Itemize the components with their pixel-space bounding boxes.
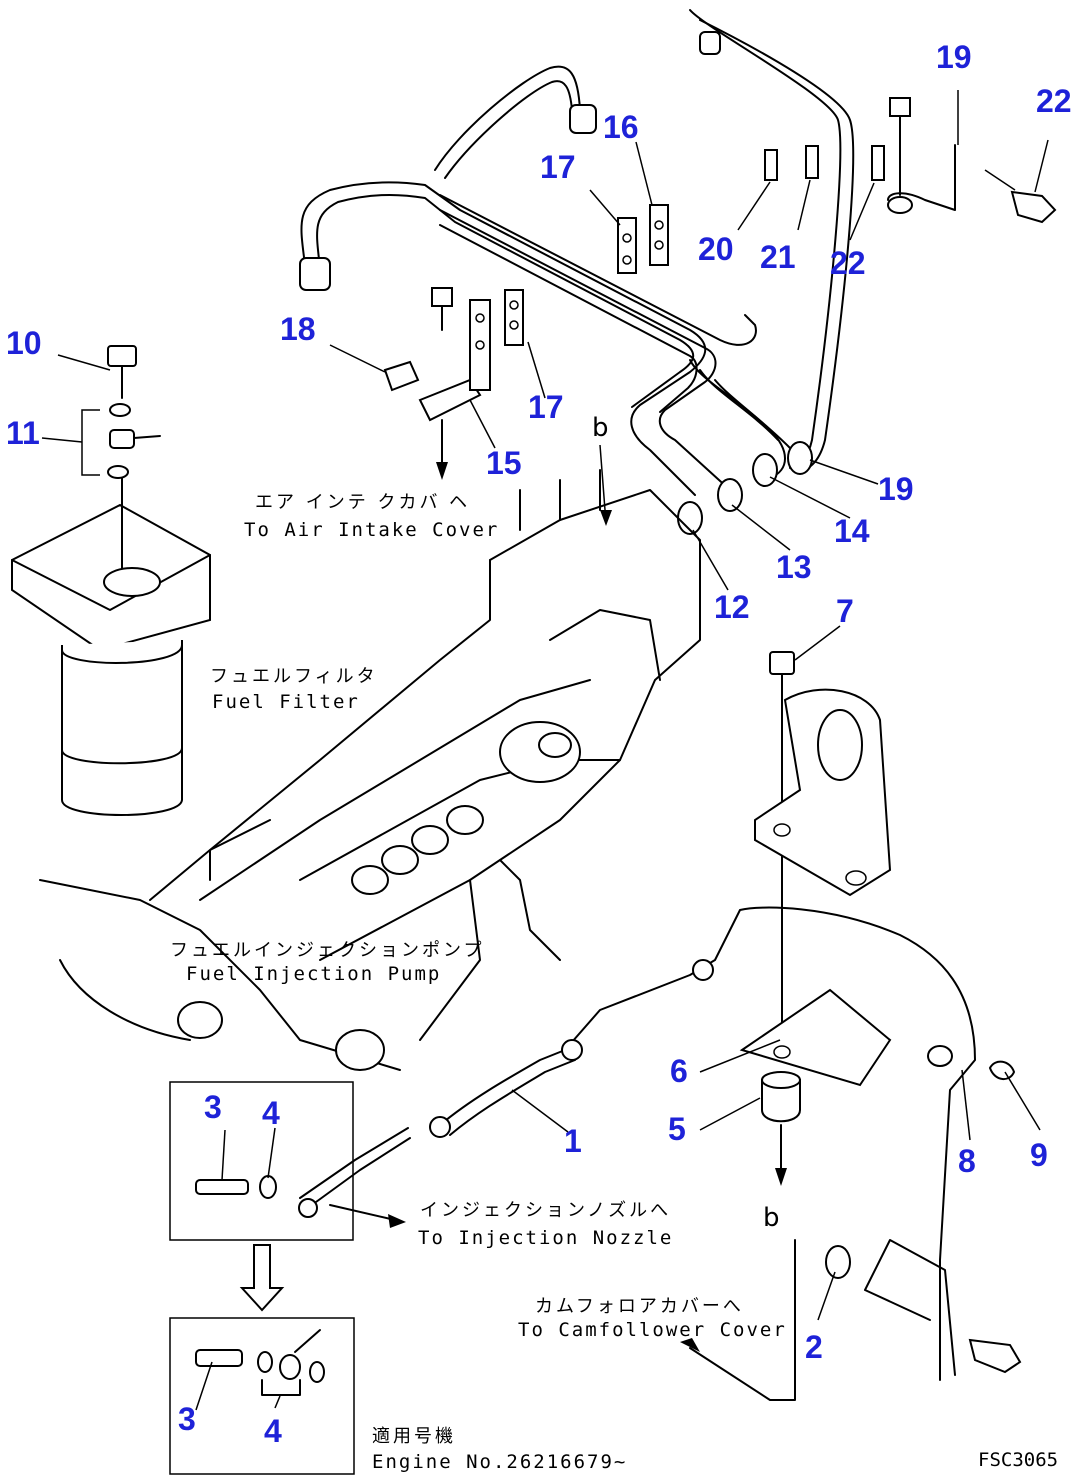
- part-number-8: 8: [958, 1143, 976, 1179]
- injection-nozzle-caption-en: To Injection Nozzle: [418, 1227, 673, 1249]
- part-number-6: 6: [670, 1053, 688, 1089]
- part-number-5: 5: [668, 1111, 686, 1147]
- part-number-17a: 17: [540, 149, 576, 185]
- part-number-21: 20: [698, 231, 734, 267]
- part-number-17b: 17: [528, 389, 564, 425]
- part-number-7: 7: [836, 593, 854, 629]
- injection-pump-caption-en: Fuel Injection Pump: [186, 963, 441, 985]
- part-number-18: 18: [280, 311, 316, 347]
- part-number-15: 15: [486, 445, 522, 481]
- part-number-9: 9: [1030, 1137, 1048, 1173]
- part-number-3a: 3: [204, 1089, 222, 1125]
- ref-letter-b-top: b: [592, 413, 609, 443]
- part-number-2: 2: [805, 1329, 823, 1365]
- ref-letter-b-bottom: b: [763, 1203, 780, 1233]
- bolt-head: [431, 287, 453, 307]
- bolt-9: [988, 1060, 1016, 1080]
- detail-inset-lower: [169, 1317, 355, 1475]
- part-number-19: 19: [878, 471, 914, 507]
- serial-caption-jp: 適用号機: [372, 1426, 456, 1447]
- pipe-nut: [699, 31, 721, 55]
- leader-lines: [41, 90, 1049, 1411]
- part-number-12: 12: [714, 589, 750, 625]
- part-number-16: 16: [603, 109, 639, 145]
- part-number-23: 22: [1036, 83, 1072, 119]
- pipe-nut: [569, 104, 597, 134]
- connector-nuts: [677, 441, 813, 535]
- part-number-10: 10: [6, 325, 42, 361]
- air-intake-caption-jp: エア インテ クカバ ヘ: [255, 492, 470, 513]
- captions: エア インテ クカバ ヘ To Air Intake Cover フュエルフィル…: [170, 492, 787, 1473]
- part-number-1: 1: [564, 1123, 582, 1159]
- fuel-filter-caption-en: Fuel Filter: [212, 691, 360, 713]
- pipe-clamp-upper: [617, 204, 669, 274]
- air-intake-caption-en: To Air Intake Cover: [244, 519, 499, 541]
- part-number-22a: 21: [760, 239, 796, 275]
- engine-block: [39, 469, 701, 1071]
- part-number-3b: 3: [178, 1401, 196, 1437]
- part-number-14: 14: [834, 513, 870, 549]
- fuel-filter: [11, 345, 211, 816]
- camfollower-caption-jp: カムフォロアカバーへ: [535, 1296, 744, 1317]
- part-number-4b: 4: [264, 1413, 282, 1449]
- injection-nozzle-caption-jp: インジェクションノズルへ: [420, 1200, 671, 1221]
- part-number-11: 11: [6, 415, 40, 451]
- bolt-18: [383, 360, 420, 392]
- upper-right-hardware: [764, 97, 1057, 224]
- part-number-22b: 22: [830, 245, 866, 281]
- serial-caption-en: Engine No.26216679~: [372, 1451, 627, 1473]
- injection-pump-caption-jp: フュエルインジェクションポンプ: [170, 940, 484, 961]
- bolt-23: [1010, 190, 1057, 224]
- detail-inset-upper: [169, 1081, 411, 1241]
- pipe-nut: [299, 257, 331, 291]
- fuel-pipe-1: [429, 906, 1022, 1401]
- bracket-6-assembly: [739, 651, 892, 1186]
- fuel-filter-caption-jp: フュエルフィルタ: [210, 666, 378, 687]
- part-number-20: 19: [936, 39, 972, 75]
- injection-pipe-bundle: [299, 9, 855, 496]
- drawing-code: FSC3065: [978, 1449, 1058, 1471]
- part-numbers: 10 11 18 15 17 17 16 20 21 22 19 22 19 1…: [6, 39, 1072, 1449]
- inset-transition-arrow: [239, 1244, 285, 1312]
- camfollower-caption-en: To Camfollower Cover: [518, 1319, 787, 1341]
- part-number-13: 13: [776, 549, 812, 585]
- part-number-4a: 4: [262, 1095, 280, 1131]
- bracket-15-assembly: [383, 287, 524, 480]
